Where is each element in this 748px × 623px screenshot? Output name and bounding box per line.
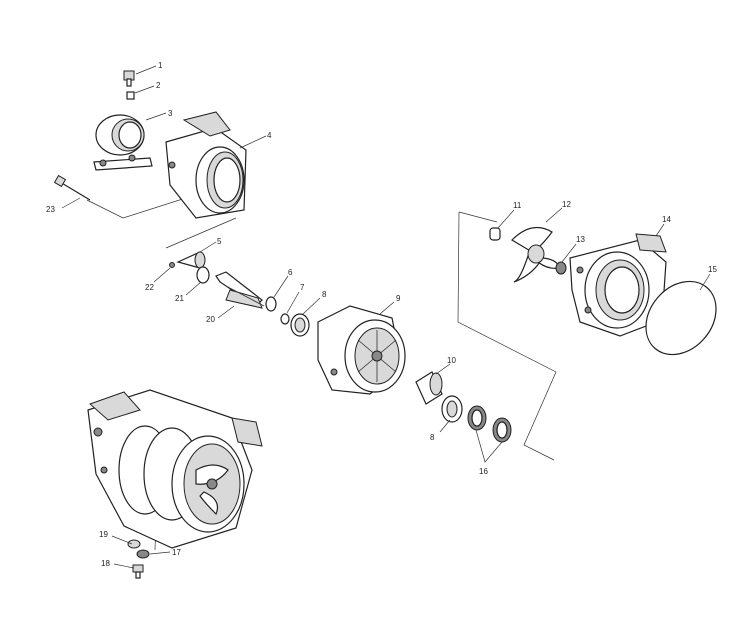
callout-3: 3: [168, 109, 173, 118]
leader-16: [475, 429, 503, 463]
part-1-bolt: [123, 70, 135, 87]
main-housing-assembly: [87, 389, 263, 549]
part-11-spacer: [489, 227, 501, 241]
leader-2: [134, 85, 155, 94]
part-18-bolt: [132, 564, 144, 579]
leader-8b: [439, 419, 451, 433]
callout-12: 12: [562, 200, 571, 209]
leader-13: [561, 243, 577, 263]
callout-8-lower: 8: [430, 433, 435, 442]
leader-20: [217, 305, 235, 319]
part-7-small-ring: [280, 313, 290, 325]
callout-16: 16: [479, 467, 488, 476]
leader-21: [185, 281, 202, 296]
leader-1: [135, 65, 157, 75]
callout-10: 10: [447, 356, 456, 365]
callout-14: 14: [662, 215, 671, 224]
leader-12: [545, 207, 563, 223]
part-3-clamp-ring: [93, 114, 153, 171]
group-bracket-upper: [86, 195, 193, 219]
callout-1: 1: [158, 61, 163, 70]
leader-7: [286, 291, 300, 314]
part-4-housing: [165, 111, 247, 219]
leader-23: [61, 197, 81, 209]
part-23-long-bolt: [53, 174, 91, 201]
leader-3: [145, 112, 167, 121]
callout-9: 9: [396, 294, 401, 303]
callout-2: 2: [156, 81, 161, 90]
leader-19: [111, 535, 133, 545]
callout-15: 15: [708, 265, 717, 274]
part-20-shaft: [215, 271, 265, 309]
leader-17: [149, 551, 171, 555]
part-19-washer: [127, 539, 141, 549]
group-bracket-mid: [165, 217, 237, 249]
group-bracket-right-vertical: [457, 211, 557, 461]
leader-15: [699, 273, 711, 291]
group-bracket-right: [458, 211, 498, 223]
leader-8a: [302, 297, 321, 315]
part-12-impeller: [511, 226, 561, 283]
callout-20: 20: [206, 315, 215, 324]
callout-23: 23: [46, 205, 55, 214]
callout-4: 4: [267, 131, 272, 140]
callout-22: 22: [145, 283, 154, 292]
part-2-plug: [126, 91, 135, 100]
callout-7: 7: [300, 283, 305, 292]
part-22-screw: [169, 262, 175, 268]
part-8-bearing-lower: [441, 395, 463, 423]
part-8-bearing-upper: [290, 313, 310, 337]
leader-6: [273, 275, 289, 298]
callout-19: 19: [99, 530, 108, 539]
callout-17: 17: [172, 548, 181, 557]
callout-21: 21: [175, 294, 184, 303]
leader-18: [113, 563, 135, 569]
callout-5: 5: [217, 237, 222, 246]
part-16-seals: [467, 405, 512, 443]
callout-18: 18: [101, 559, 110, 568]
part-9-stator-housing: [317, 305, 406, 395]
leader-4: [239, 135, 267, 149]
leader-11: [497, 209, 515, 229]
leader-14: [655, 223, 665, 237]
part-5-cone-cap: [176, 251, 206, 269]
callout-6: 6: [288, 268, 293, 277]
leader-9: [379, 301, 395, 315]
leader-22: [153, 267, 171, 283]
callout-11: 11: [513, 201, 522, 210]
callout-8-upper: 8: [322, 290, 327, 299]
part-6-seal-ring: [265, 296, 277, 312]
leader-5: [199, 241, 217, 253]
part-14-pump-housing: [569, 233, 667, 337]
part-13-nut: [555, 261, 567, 275]
leader-10: [435, 363, 451, 375]
part-21-o-ring: [196, 266, 210, 284]
callout-13: 13: [576, 235, 585, 244]
part-10-sleeve: [415, 371, 443, 405]
part-15-gasket: [645, 280, 717, 356]
part-17-nut: [136, 549, 150, 559]
